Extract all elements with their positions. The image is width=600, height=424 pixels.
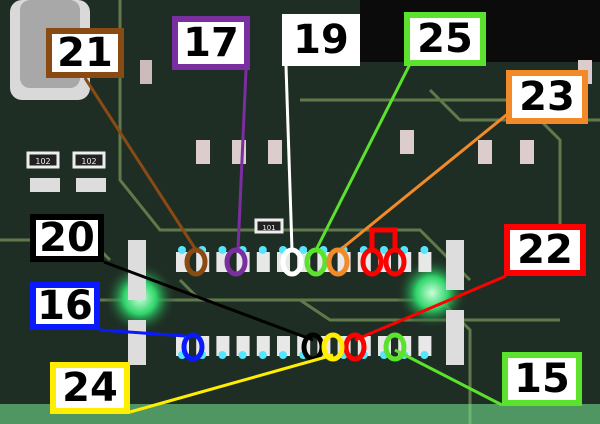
annotations [83, 63, 511, 414]
pin-bottom [256, 336, 270, 356]
pin-marker-25 [304, 247, 328, 277]
pin-bottom [236, 336, 250, 356]
pin-marker-21 [184, 247, 208, 277]
leader-line-16 [99, 328, 186, 338]
pin-marker-23 [326, 247, 350, 277]
leader-line-20 [103, 260, 314, 342]
pin-marker-15 [383, 332, 407, 362]
leader-line-25 [314, 63, 412, 251]
pin-label-15: 15 [502, 352, 582, 406]
svg-text:101: 101 [262, 224, 275, 232]
pin-label-23: 23 [506, 70, 588, 124]
pin-top [418, 252, 432, 272]
pin-label-21: 21 [46, 28, 124, 78]
leader-line-23 [339, 110, 511, 252]
pin-label-19: 19 [282, 14, 360, 66]
svg-text:102: 102 [81, 157, 96, 166]
pin-bottom [277, 336, 290, 356]
resistors: 102 102 101 [26, 60, 592, 234]
leader-line-22 [354, 274, 507, 342]
pin-marker-19 [280, 247, 304, 277]
pin-top [256, 252, 270, 272]
pin-bottom [216, 336, 230, 356]
leader-line-17 [236, 69, 248, 251]
pin-label-20: 20 [30, 214, 104, 262]
pin-marker-22 [343, 332, 367, 362]
pin-bottom [418, 336, 432, 356]
pin-marker-24 [321, 332, 345, 362]
pin-label-24: 24 [50, 362, 130, 414]
pin-marker-16 [181, 332, 205, 362]
leader-line-21 [83, 77, 198, 251]
leader-line-15 [394, 348, 503, 407]
leader-line-19 [284, 65, 294, 251]
pin-label-25: 25 [404, 12, 486, 66]
pin-bracket-22 [369, 227, 398, 250]
leader-line-24 [129, 353, 334, 414]
pin-marker-17 [224, 247, 248, 277]
pin-label-17: 17 [172, 16, 250, 70]
pin-label-22: 22 [504, 224, 586, 276]
svg-text:102: 102 [35, 157, 50, 166]
pin-label-16: 16 [30, 282, 100, 330]
